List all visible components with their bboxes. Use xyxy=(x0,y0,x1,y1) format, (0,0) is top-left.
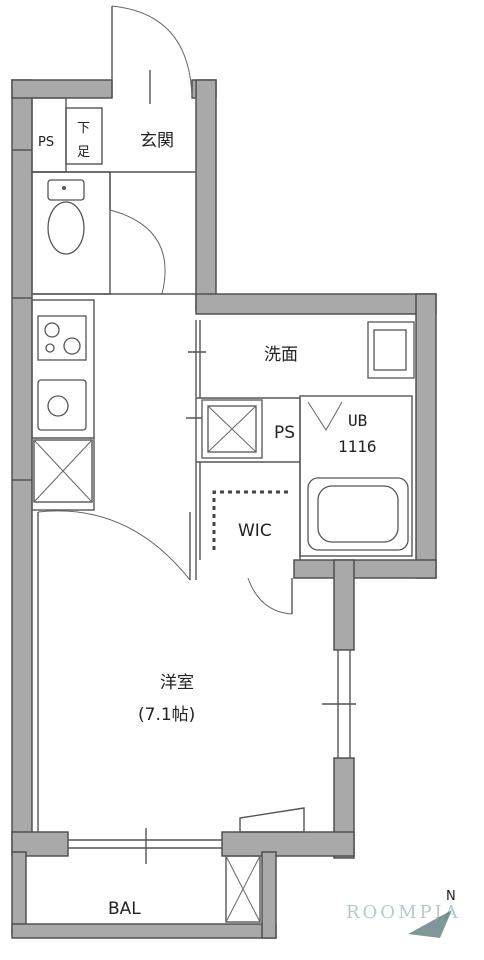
toilet-icon xyxy=(47,179,85,255)
washroom-label: 洗面 xyxy=(264,345,298,365)
ps-bath-label: PS xyxy=(274,423,295,443)
western-room-size-label: (7.1帖) xyxy=(138,705,195,725)
western-room-label: 洋室 xyxy=(160,673,194,693)
bathtub-icon xyxy=(307,477,409,551)
compass-icon: N xyxy=(408,889,456,938)
watermark-text: ROOMPIA xyxy=(346,902,461,923)
exterior-walls xyxy=(11,79,437,939)
wash-basin-icon xyxy=(367,321,415,379)
wic-label: WIC xyxy=(238,521,272,541)
north-label: N xyxy=(446,889,456,904)
shoe-box-label-2: 足 xyxy=(77,145,90,160)
shoe-box-label-1: 下 xyxy=(77,121,90,136)
sink-icon xyxy=(37,379,87,431)
entrance-door xyxy=(111,5,193,104)
bath-triangle-icon xyxy=(307,401,343,431)
ub-size-label: 1116 xyxy=(338,437,377,456)
stove-icon xyxy=(37,315,87,361)
ub-label: UB xyxy=(348,411,367,430)
entrance-label: 玄関 xyxy=(140,131,174,151)
ps-entry-label: PS xyxy=(38,135,54,150)
washing-machine-icon xyxy=(201,399,263,459)
interior-partitions xyxy=(12,97,413,923)
balcony-label: BAL xyxy=(108,899,141,919)
